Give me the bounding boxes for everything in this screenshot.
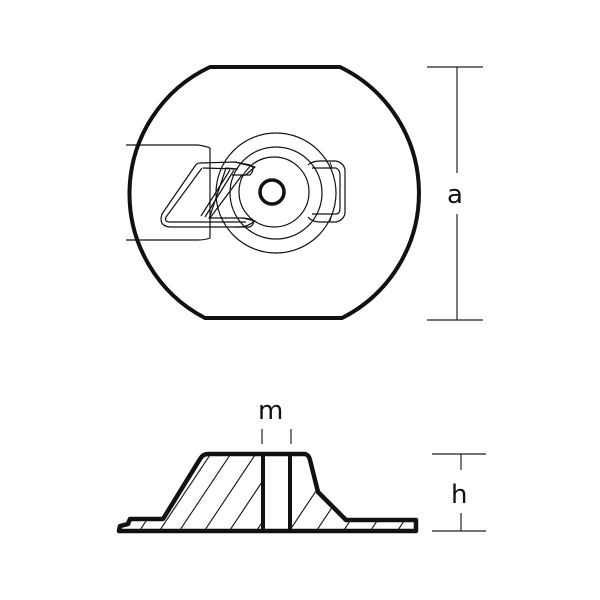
side-section-view — [116, 451, 419, 534]
strap-inner-line-2 — [202, 167, 239, 220]
dimension-m-label: m — [258, 396, 283, 426]
outer-disc — [215, 132, 337, 254]
dimension-a-label: a — [447, 180, 463, 210]
dimension-m: m — [258, 396, 292, 444]
strap-inner-line-1 — [164, 167, 246, 223]
lug-bottom — [234, 217, 255, 228]
middle-ring — [229, 146, 323, 240]
dimension-a: a — [427, 66, 483, 321]
top-view — [126, 65, 421, 320]
mounting-tab-body — [126, 144, 211, 241]
right-clip-inner — [312, 167, 341, 215]
dimension-h: h — [432, 453, 486, 532]
center-hole — [258, 178, 286, 206]
section-outline — [116, 451, 419, 534]
dimension-h-label: h — [451, 480, 467, 510]
lug-top — [232, 161, 254, 176]
right-clip — [307, 160, 346, 223]
top-view-outline — [127, 65, 421, 320]
strap-outer — [160, 161, 256, 228]
inner-boss-ring — [238, 156, 310, 228]
